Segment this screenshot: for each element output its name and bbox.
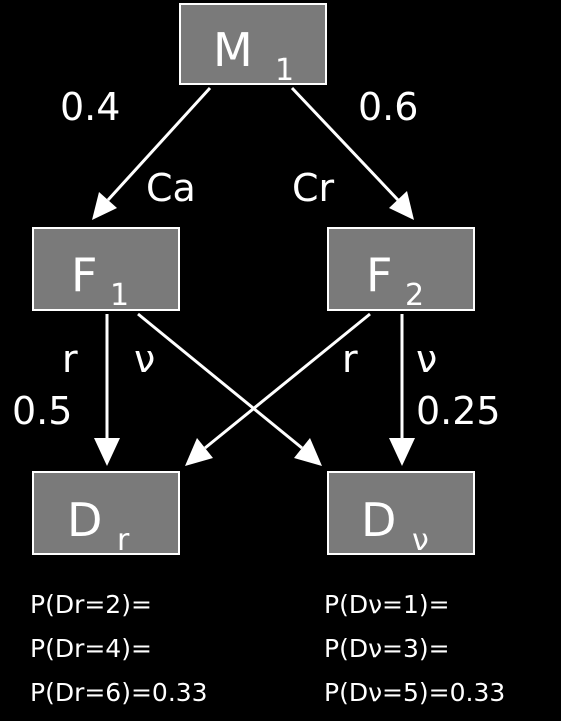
node-dv: D ν: [327, 471, 475, 558]
node-main-label: D: [67, 493, 102, 547]
node-box: [327, 227, 475, 311]
node-subscript: 1: [110, 278, 129, 313]
edge-prob-f2-dv: 0.25: [416, 389, 501, 433]
node-box: [32, 227, 180, 311]
node-box: [32, 471, 180, 555]
arrowhead-icon: [294, 438, 322, 466]
node-f1: F 1: [32, 227, 180, 313]
node-box: [179, 3, 327, 85]
node-subscript: ν: [412, 523, 429, 558]
prob-dr-2: P(Dr=2)=: [30, 590, 152, 619]
edge-line: [137, 312, 303, 450]
prob-dr-6: P(Dr=6)=0.33: [30, 678, 208, 707]
arrowhead-icon: [94, 438, 120, 466]
node-m1: M 1: [179, 3, 327, 88]
edge-f2-dv: [389, 314, 415, 466]
edge-m1-f2: [290, 86, 414, 220]
edge-prob-m1-f1: 0.4: [60, 85, 120, 129]
edge-line: [204, 312, 371, 450]
node-main-label: M: [213, 23, 253, 77]
prob-dv-3: P(Dν=3)=: [324, 634, 450, 663]
prob-dr-4: P(Dr=4)=: [30, 634, 152, 663]
arrowhead-icon: [389, 438, 415, 466]
edge-name-f1-dr: r: [62, 337, 78, 381]
node-main-label: F: [366, 248, 392, 302]
arrowhead-icon: [185, 438, 213, 466]
node-subscript: r: [117, 523, 130, 558]
arrowhead-icon: [92, 192, 117, 220]
edge-prob-f1-dr: 0.5: [12, 389, 72, 433]
node-main-label: D: [361, 493, 396, 547]
edge-line: [290, 86, 400, 202]
edge-f2-dr: [185, 312, 371, 466]
edge-name-m1-f2: Cr: [292, 166, 335, 210]
node-box: [327, 471, 475, 555]
edge-f1-dv: [137, 312, 322, 466]
node-subscript: 1: [275, 53, 294, 88]
edge-f1-dr: [94, 314, 120, 466]
edge-m1-f1: [92, 86, 212, 220]
arrowhead-icon: [389, 191, 414, 220]
node-subscript: 2: [405, 278, 424, 313]
edge-name-f2-dv: ν: [416, 337, 437, 381]
prob-dv-1: P(Dν=1)=: [324, 590, 450, 619]
prob-dv-5: P(Dν=5)=0.33: [324, 678, 506, 707]
node-main-label: F: [71, 248, 97, 302]
edge-prob-m1-f2: 0.6: [358, 85, 418, 129]
edge-line: [106, 86, 212, 202]
node-dr: D r: [32, 471, 180, 558]
node-f2: F 2: [327, 227, 475, 313]
edge-name-m1-f1: Ca: [146, 166, 196, 210]
edge-name-f1-dv: ν: [134, 337, 155, 381]
edge-name-f2-dr: r: [342, 337, 358, 381]
